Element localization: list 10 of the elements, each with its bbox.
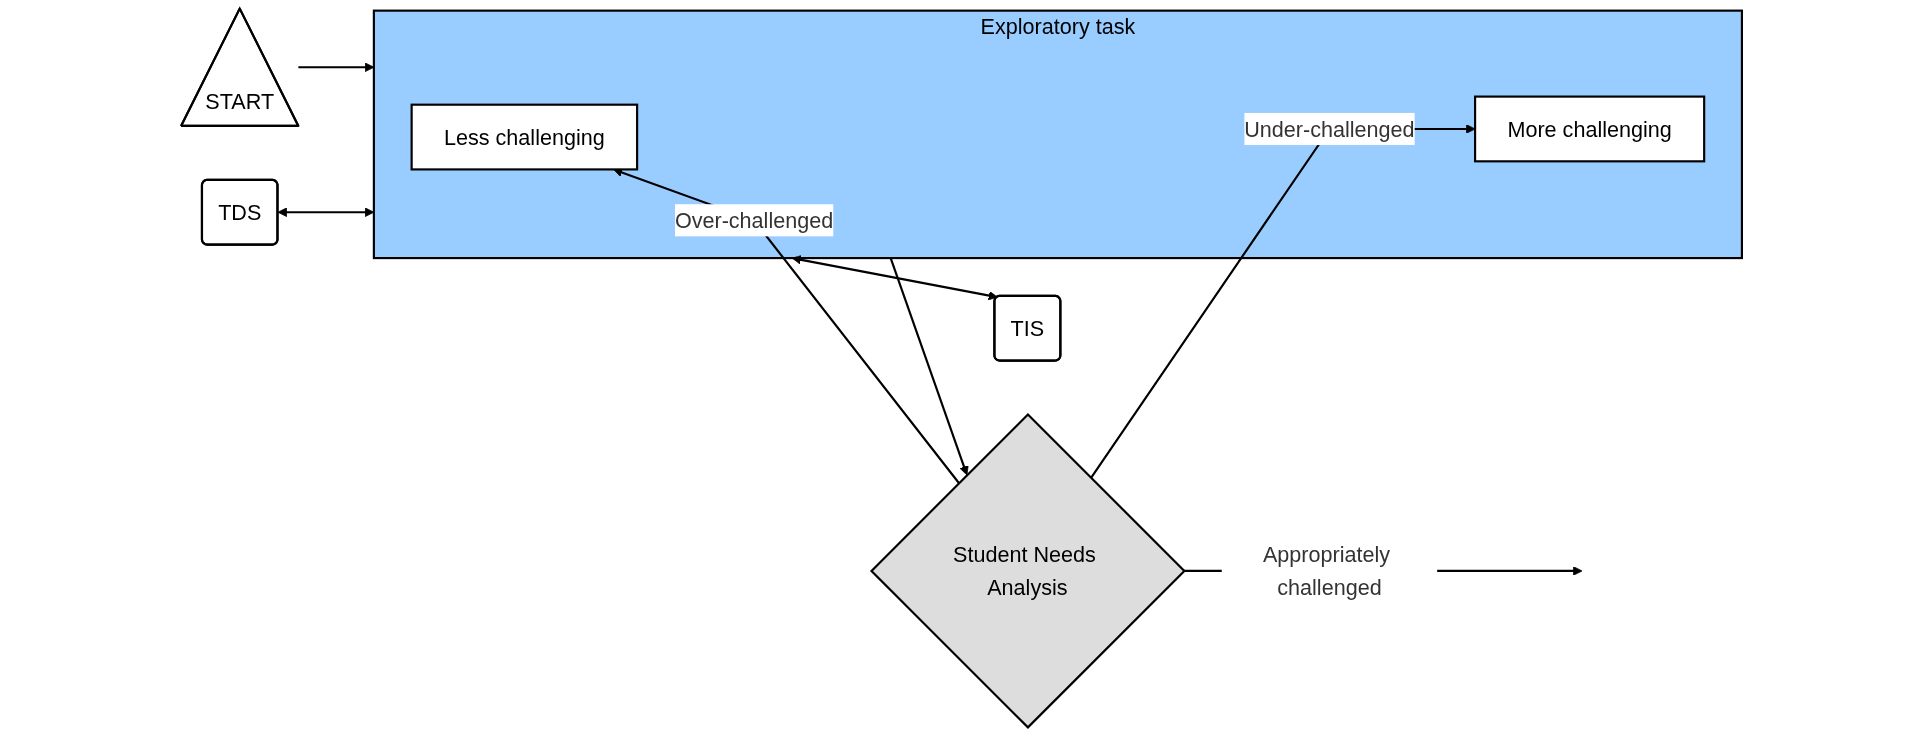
edge-label: Appropriately challenged bbox=[1262, 542, 1391, 599]
edge-label: Under-challenged bbox=[1244, 117, 1415, 141]
edge-label: Over-challenged bbox=[674, 208, 834, 233]
node-box: More challenging bbox=[1474, 95, 1706, 163]
arrow bbox=[889, 257, 969, 476]
node-box: Less challenging bbox=[410, 103, 639, 171]
arrow bbox=[791, 255, 998, 301]
arrow bbox=[277, 207, 375, 217]
arrow bbox=[298, 62, 375, 72]
node-diamond: Student Needs Analysis bbox=[869, 413, 1186, 729]
